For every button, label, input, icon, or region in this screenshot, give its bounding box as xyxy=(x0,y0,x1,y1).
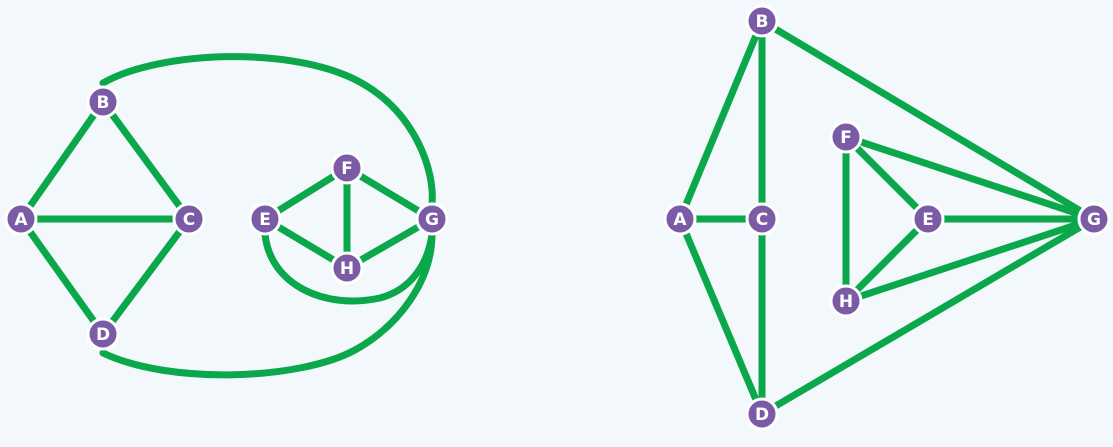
node-label: C xyxy=(183,210,195,230)
edge-layer xyxy=(676,17,1098,418)
node-c: C xyxy=(172,202,206,236)
node-label: E xyxy=(259,210,271,230)
node-circle xyxy=(1077,202,1111,236)
node-circle xyxy=(663,202,697,236)
edge-a-b xyxy=(17,98,107,223)
node-circle xyxy=(911,202,945,236)
node-label: B xyxy=(756,12,769,32)
edge-a-d xyxy=(17,215,107,338)
edge-b-c xyxy=(99,98,193,223)
graph-right: A B C D E F G H xyxy=(663,4,1111,431)
edge-f-g xyxy=(842,133,1098,223)
node-label: C xyxy=(756,210,768,230)
node-label: A xyxy=(673,210,687,230)
node-g: G xyxy=(415,202,449,236)
node-label: H xyxy=(839,292,853,312)
node-label: E xyxy=(922,210,934,230)
node-label: G xyxy=(1087,210,1101,230)
edge-layer xyxy=(17,53,436,379)
node-circle xyxy=(86,85,120,119)
node-h: H xyxy=(829,284,863,318)
node-circle xyxy=(745,397,779,431)
edge-b-g xyxy=(758,17,1098,223)
node-d: D xyxy=(745,397,779,431)
node-b: B xyxy=(86,85,120,119)
node-circle xyxy=(415,202,449,236)
node-e: E xyxy=(911,202,945,236)
edge-e-g xyxy=(261,230,436,305)
node-c: C xyxy=(745,202,779,236)
node-label: G xyxy=(425,210,439,230)
node-circle xyxy=(330,151,364,185)
node-label: A xyxy=(14,210,28,230)
edge-f-e xyxy=(842,133,932,223)
edge-e-h xyxy=(842,215,932,305)
node-circle xyxy=(4,202,38,236)
node-h: H xyxy=(330,251,364,285)
node-f: F xyxy=(330,151,364,185)
node-circle xyxy=(745,4,779,38)
node-label: D xyxy=(755,405,769,425)
node-layer: A B C D E F G H xyxy=(4,85,449,351)
node-circle xyxy=(172,202,206,236)
node-d: D xyxy=(86,317,120,351)
edge-f-g xyxy=(343,164,436,223)
node-g: G xyxy=(1077,202,1111,236)
edge-c-d xyxy=(99,215,193,338)
node-circle xyxy=(248,202,282,236)
node-label: H xyxy=(340,259,354,279)
node-e: E xyxy=(248,202,282,236)
node-label: F xyxy=(341,159,353,179)
node-circle xyxy=(745,202,779,236)
node-layer: A B C D E F G H xyxy=(663,4,1111,431)
node-circle xyxy=(330,251,364,285)
node-b: B xyxy=(745,4,779,38)
node-a: A xyxy=(4,202,38,236)
edge-a-b xyxy=(676,17,766,223)
edge-h-g xyxy=(842,215,1098,305)
node-circle xyxy=(829,120,863,154)
node-f: F xyxy=(829,120,863,154)
node-a: A xyxy=(663,202,697,236)
edge-d-g xyxy=(99,230,436,379)
node-circle xyxy=(86,317,120,351)
edge-d-g xyxy=(758,215,1098,418)
node-label: F xyxy=(840,128,852,148)
node-label: D xyxy=(96,325,110,345)
node-circle xyxy=(829,284,863,318)
graph-left: A B C D E F G H xyxy=(4,53,449,379)
node-label: B xyxy=(97,93,110,113)
edge-a-d xyxy=(676,215,766,418)
edge-b-g xyxy=(99,53,436,208)
